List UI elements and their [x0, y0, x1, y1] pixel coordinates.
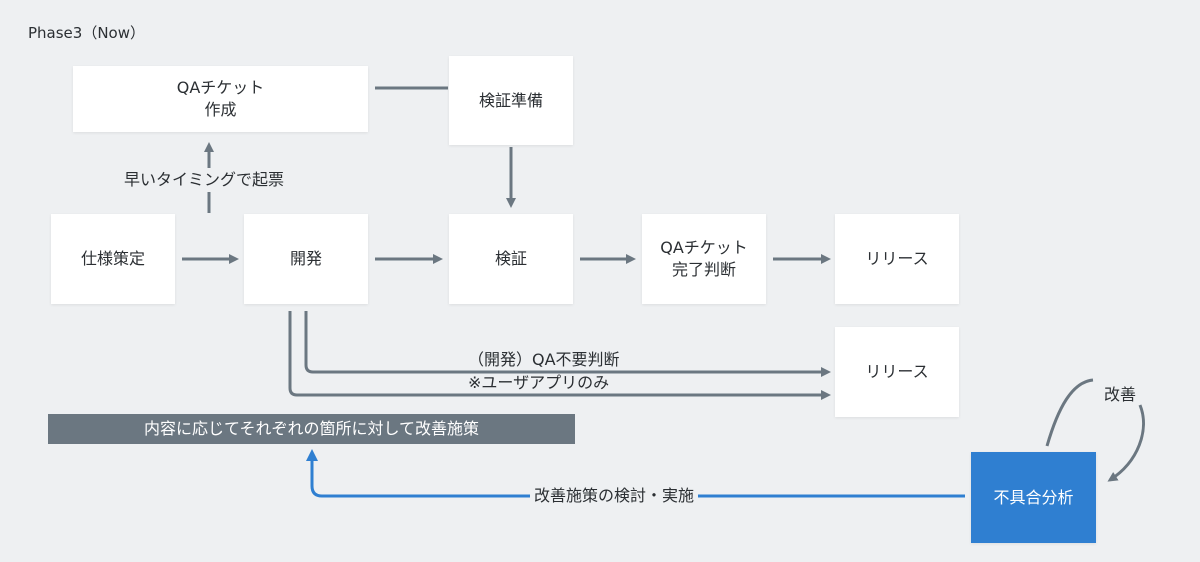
label-improve-action: 改善施策の検討・実施 — [530, 486, 699, 506]
node-defect-analysis-label: 不具合分析 — [993, 487, 1074, 507]
node-release-2-label: リリース — [865, 362, 929, 381]
node-release-2: リリース — [835, 327, 959, 417]
node-spec: 仕様策定 — [51, 214, 175, 304]
arrow-dev-to-release2-upper — [304, 311, 831, 377]
arrow-improve-loop — [1045, 378, 1145, 480]
node-release-label: リリース — [865, 249, 929, 268]
node-verify-prep: 検証準備 — [449, 56, 573, 145]
node-dev-label: 開発 — [289, 249, 322, 268]
arrow-improvement-feedback — [306, 449, 965, 498]
label-improve: 改善 — [1100, 385, 1141, 405]
node-qa-ticket-create: QAチケット 作成 — [73, 66, 368, 132]
node-qa-ticket-done-line2: 完了判断 — [671, 260, 736, 279]
node-spec-label: 仕様策定 — [80, 249, 145, 268]
arrow-dev-to-release2-lower — [288, 311, 831, 400]
improvement-banner: 内容に応じてそれぞれの箇所に対して改善施策 — [48, 414, 575, 444]
node-release: リリース — [835, 214, 959, 304]
phase-title: Phase3（Now） — [28, 24, 145, 42]
label-early-timing: 早いタイミングで起票 — [120, 170, 289, 190]
node-dev: 開発 — [244, 214, 368, 304]
node-defect-analysis: 不具合分析 — [971, 452, 1096, 543]
node-qa-ticket-done: QAチケット 完了判断 — [642, 214, 766, 304]
node-verify-prep-label: 検証準備 — [478, 90, 543, 110]
node-qa-ticket-done-line1: QAチケット — [660, 238, 748, 257]
node-verify: 検証 — [449, 214, 573, 304]
node-qa-ticket-create-line1: QAチケット — [176, 78, 265, 97]
node-qa-ticket-create-line2: 作成 — [204, 100, 237, 119]
label-qa-unneeded-line2: ※ユーザアプリのみ — [468, 373, 610, 392]
node-verify-label: 検証 — [494, 249, 527, 268]
label-qa-unneeded-line1: （開発）QA不要判断 — [464, 350, 624, 370]
